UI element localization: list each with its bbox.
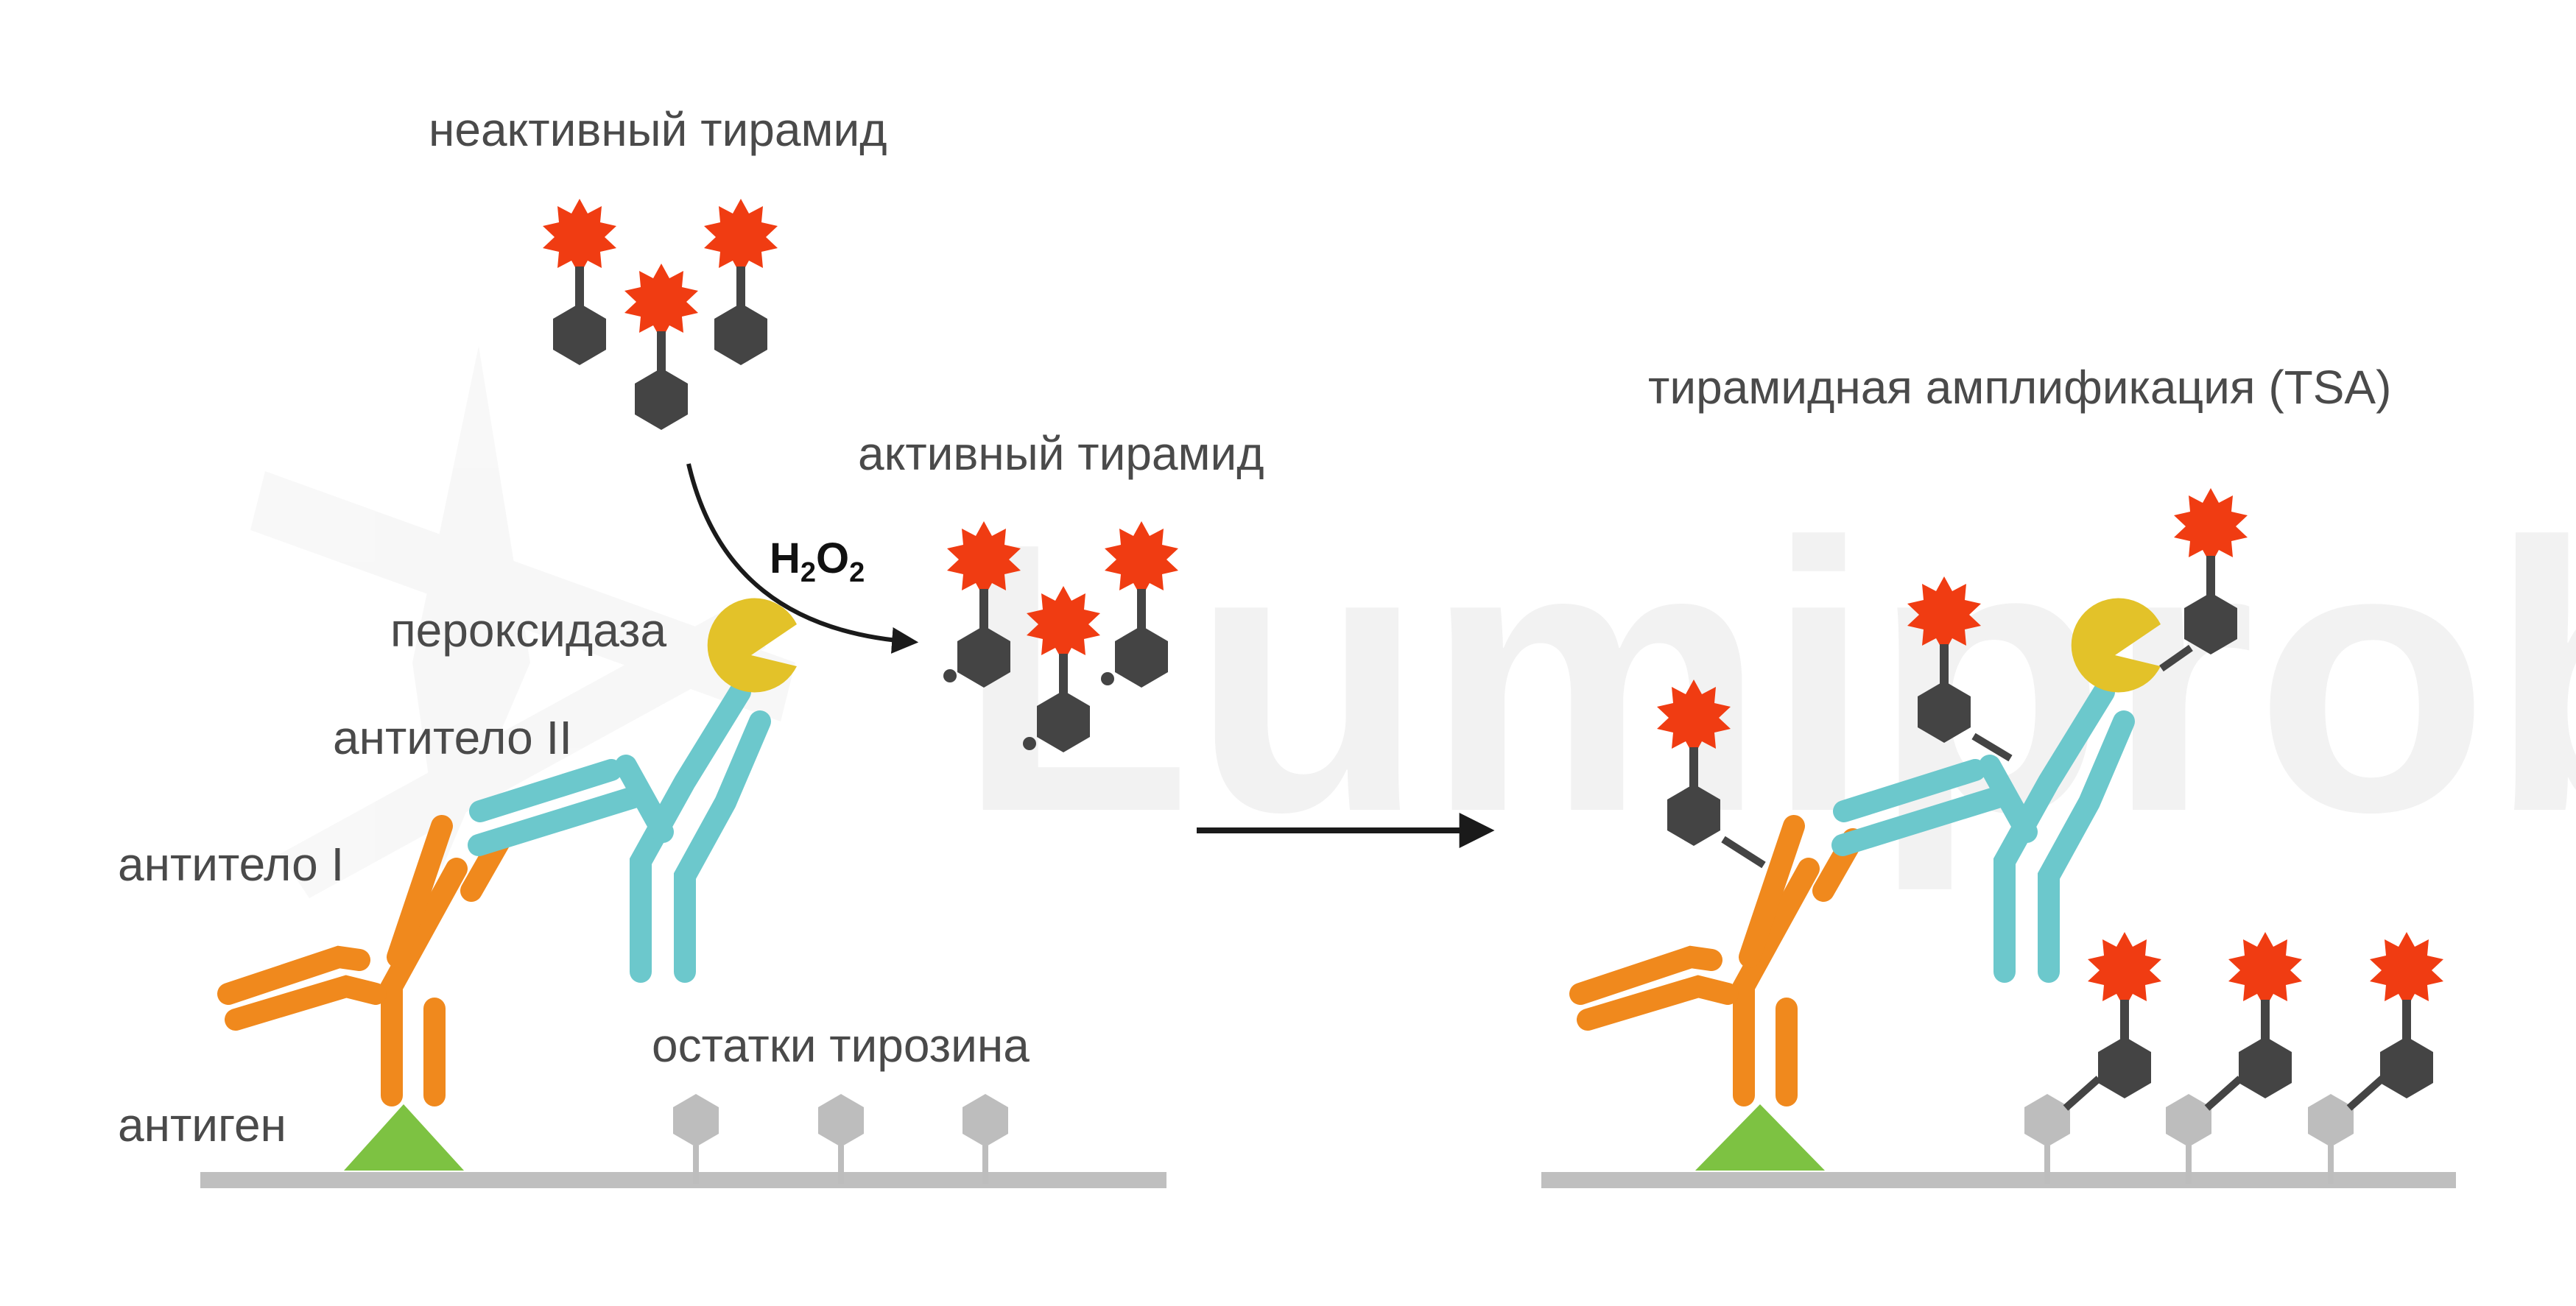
bond [2063, 1076, 2102, 1111]
h2o2-label: H2O2 [770, 534, 865, 588]
surface-right [1541, 1172, 2456, 1188]
tyrosine-residue [2024, 1094, 2070, 1184]
inactive-tyramide-molecule [704, 199, 778, 365]
active-tyramide-group [943, 521, 1178, 752]
tyrosine-residue [963, 1094, 1008, 1184]
active-tyramide-label: активный тирамид [858, 427, 1264, 480]
tyrosine-residue [673, 1094, 719, 1184]
tsa-label: тирамидная амплификация (TSA) [1648, 361, 2391, 414]
radical-dot [1101, 672, 1114, 685]
watermark-logo-icon [250, 346, 795, 898]
bound-tyramide-molecule [2370, 932, 2443, 1098]
inactive-tyramide-group [543, 199, 778, 430]
surface-left [200, 1172, 1166, 1188]
tyrosine-residues-right [2024, 932, 2443, 1184]
antibody-2-shape-left [468, 681, 771, 983]
antigen-shape-left [344, 1104, 464, 1171]
bond [1721, 836, 1766, 869]
antibody-2-hinge-right [2018, 975, 2038, 995]
bond [2346, 1076, 2385, 1111]
antibody-2-hinge-left [654, 975, 675, 995]
antibody-1-shape-right [1569, 815, 1864, 1106]
inactive-tyramide-label: неактивный тирамид [429, 103, 887, 156]
peroxidase-shape-right [2071, 598, 2161, 693]
bond [1971, 733, 2013, 762]
bound-tyramide-molecule [2228, 932, 2302, 1098]
peroxidase-label: пероксидаза [390, 604, 666, 657]
tyrosine-residue [2308, 1094, 2354, 1184]
watermark-text: Lumiprobe [957, 464, 2576, 894]
tyrosine-residues-label: остатки тирозина [652, 1019, 1030, 1072]
tyrosine-residue [2166, 1094, 2211, 1184]
reaction-arrow [686, 463, 919, 654]
radical-dot [943, 669, 957, 682]
inactive-tyramide-molecule [543, 199, 616, 365]
watermark: Lumiprobe [250, 346, 2576, 898]
bond [2204, 1076, 2243, 1111]
antigen-label: антиген [118, 1098, 286, 1151]
radical-dot [1023, 737, 1036, 750]
antigen-shape-right [1695, 1104, 1825, 1171]
inactive-tyramide-molecule [624, 264, 698, 430]
antibody-2-label: антитело II [333, 711, 572, 764]
bound-tyramide-molecule [2088, 932, 2161, 1098]
tyrosine-residues-left [673, 1094, 1008, 1184]
antibody-1-label: антитело I [118, 838, 344, 891]
bound-tyramides-antibodies [1657, 488, 2248, 869]
antibody-2-shape-right [1831, 681, 2135, 983]
peroxidase-shape-left [707, 598, 797, 693]
bond [2159, 644, 2193, 672]
tyrosine-residue [818, 1094, 864, 1184]
